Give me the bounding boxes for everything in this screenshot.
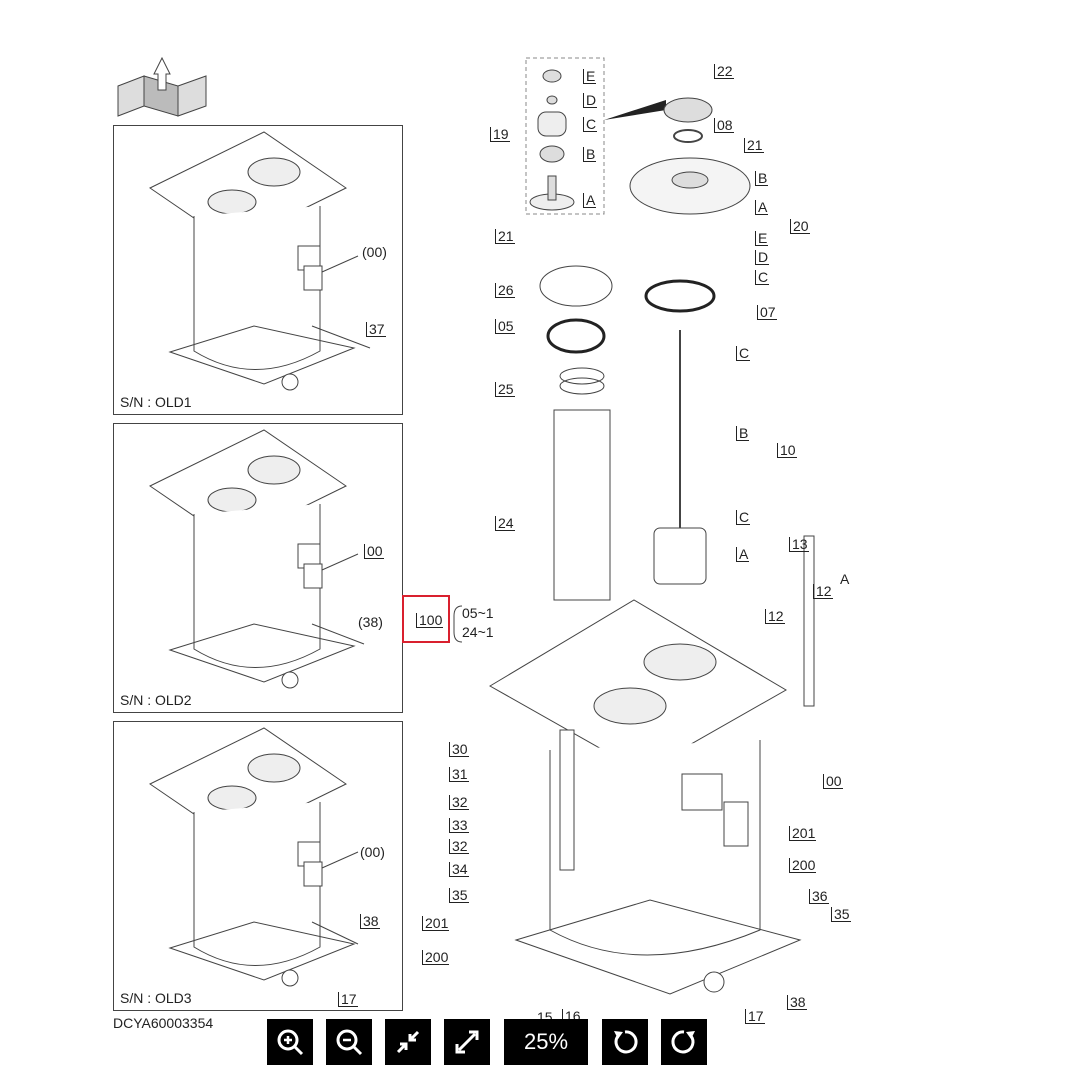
callout-rod-a: A	[736, 547, 750, 562]
callout-201-right: 201	[789, 826, 817, 841]
callout-12-right: 12	[813, 584, 833, 599]
callout-35-left: 35	[449, 888, 469, 903]
zoom-out-icon	[336, 1029, 363, 1056]
callout-inset-b: B	[583, 147, 597, 162]
callout-19: 19	[490, 127, 510, 142]
callout-inset-d: D	[583, 93, 598, 108]
callout-rod-b: B	[736, 426, 750, 441]
callout-33: 33	[449, 818, 469, 833]
callout-24: 24	[495, 516, 515, 531]
callout-00: 00	[364, 544, 384, 559]
callout-top-c: C	[755, 270, 770, 285]
callout-00: (00)	[360, 844, 385, 860]
shrink-icon	[396, 1030, 420, 1054]
variant-panel-old3: (00) 38 17 S/N : OLD3	[113, 721, 403, 1011]
sub-item-05: 05~1	[462, 605, 494, 621]
callout-38: 38	[360, 914, 380, 929]
callout-top-e: E	[755, 231, 769, 246]
rotate-right-button[interactable]	[661, 1019, 707, 1065]
callout-10: 10	[777, 443, 797, 458]
callout-36: 36	[809, 889, 829, 904]
callout-25: 25	[495, 382, 515, 397]
callout-21-left: 21	[495, 229, 515, 244]
expand-icon	[455, 1030, 479, 1054]
callout-34: 34	[449, 862, 469, 877]
tank-drawing	[149, 131, 371, 391]
serial-label: S/N : OLD3	[120, 990, 192, 1006]
callout-38-main: 38	[787, 995, 807, 1010]
shrink-button[interactable]	[385, 1019, 431, 1065]
callout-20: 20	[790, 219, 810, 234]
rotate-left-icon	[614, 1030, 638, 1054]
callout-37: 37	[366, 322, 386, 337]
callout-100[interactable]: 100	[416, 613, 444, 628]
sub-item-24: 24~1	[462, 624, 494, 640]
callout-38: (38)	[358, 614, 383, 630]
callout-201-left: 201	[422, 916, 450, 931]
callout-30: 30	[449, 742, 469, 757]
callout-08: 08	[714, 118, 734, 133]
highlight-box[interactable]	[402, 595, 450, 643]
callout-05: 05	[495, 319, 515, 334]
callout-top-d: D	[755, 250, 770, 265]
expand-button[interactable]	[444, 1019, 490, 1065]
callout-200-right: 200	[789, 858, 817, 873]
callout-31: 31	[449, 767, 469, 782]
callout-17: 17	[338, 992, 358, 1007]
orientation-icon	[117, 56, 207, 117]
callout-13: 13	[789, 537, 809, 552]
zoom-in-button[interactable]	[267, 1019, 313, 1065]
callout-rod-c: C	[736, 346, 751, 361]
callout-200-left: 200	[422, 950, 450, 965]
callout-21: 21	[744, 138, 764, 153]
zoom-level-display: 25%	[504, 1019, 588, 1065]
zoom-out-button[interactable]	[326, 1019, 372, 1065]
callout-22: 22	[714, 64, 734, 79]
callout-top-b: B	[755, 171, 769, 186]
callout-inset-e: E	[583, 69, 597, 84]
exploded-view-drawing	[489, 57, 815, 995]
callout-top-a: A	[755, 200, 769, 215]
tank-drawing	[149, 429, 365, 689]
callout-32-b: 32	[449, 839, 469, 854]
serial-label: S/N : OLD1	[120, 394, 192, 410]
callout-inset-c: C	[583, 117, 598, 132]
callout-26: 26	[495, 283, 515, 298]
callout-right-a: A	[840, 571, 850, 587]
callout-17-main: 17	[745, 1009, 765, 1024]
rotate-right-icon	[671, 1030, 695, 1054]
bracket-line	[453, 605, 463, 643]
callout-inset-a: A	[583, 193, 597, 208]
serial-label: S/N : OLD2	[120, 692, 192, 708]
callout-12-left: 12	[765, 609, 785, 624]
callout-00: (00)	[362, 244, 387, 260]
variant-panel-old2: 00 (38) S/N : OLD2	[113, 423, 403, 713]
variant-panel-old1: (00) 37 S/N : OLD1	[113, 125, 403, 415]
callout-35-right: 35	[831, 907, 851, 922]
callout-32-a: 32	[449, 795, 469, 810]
rotate-left-button[interactable]	[602, 1019, 648, 1065]
callout-rod-c2: C	[736, 510, 751, 525]
document-id: DCYA60003354	[113, 1015, 214, 1031]
callout-00-main: 00	[823, 774, 843, 789]
zoom-in-icon	[277, 1029, 304, 1056]
callout-07: 07	[757, 305, 777, 320]
tank-drawing	[149, 727, 359, 987]
